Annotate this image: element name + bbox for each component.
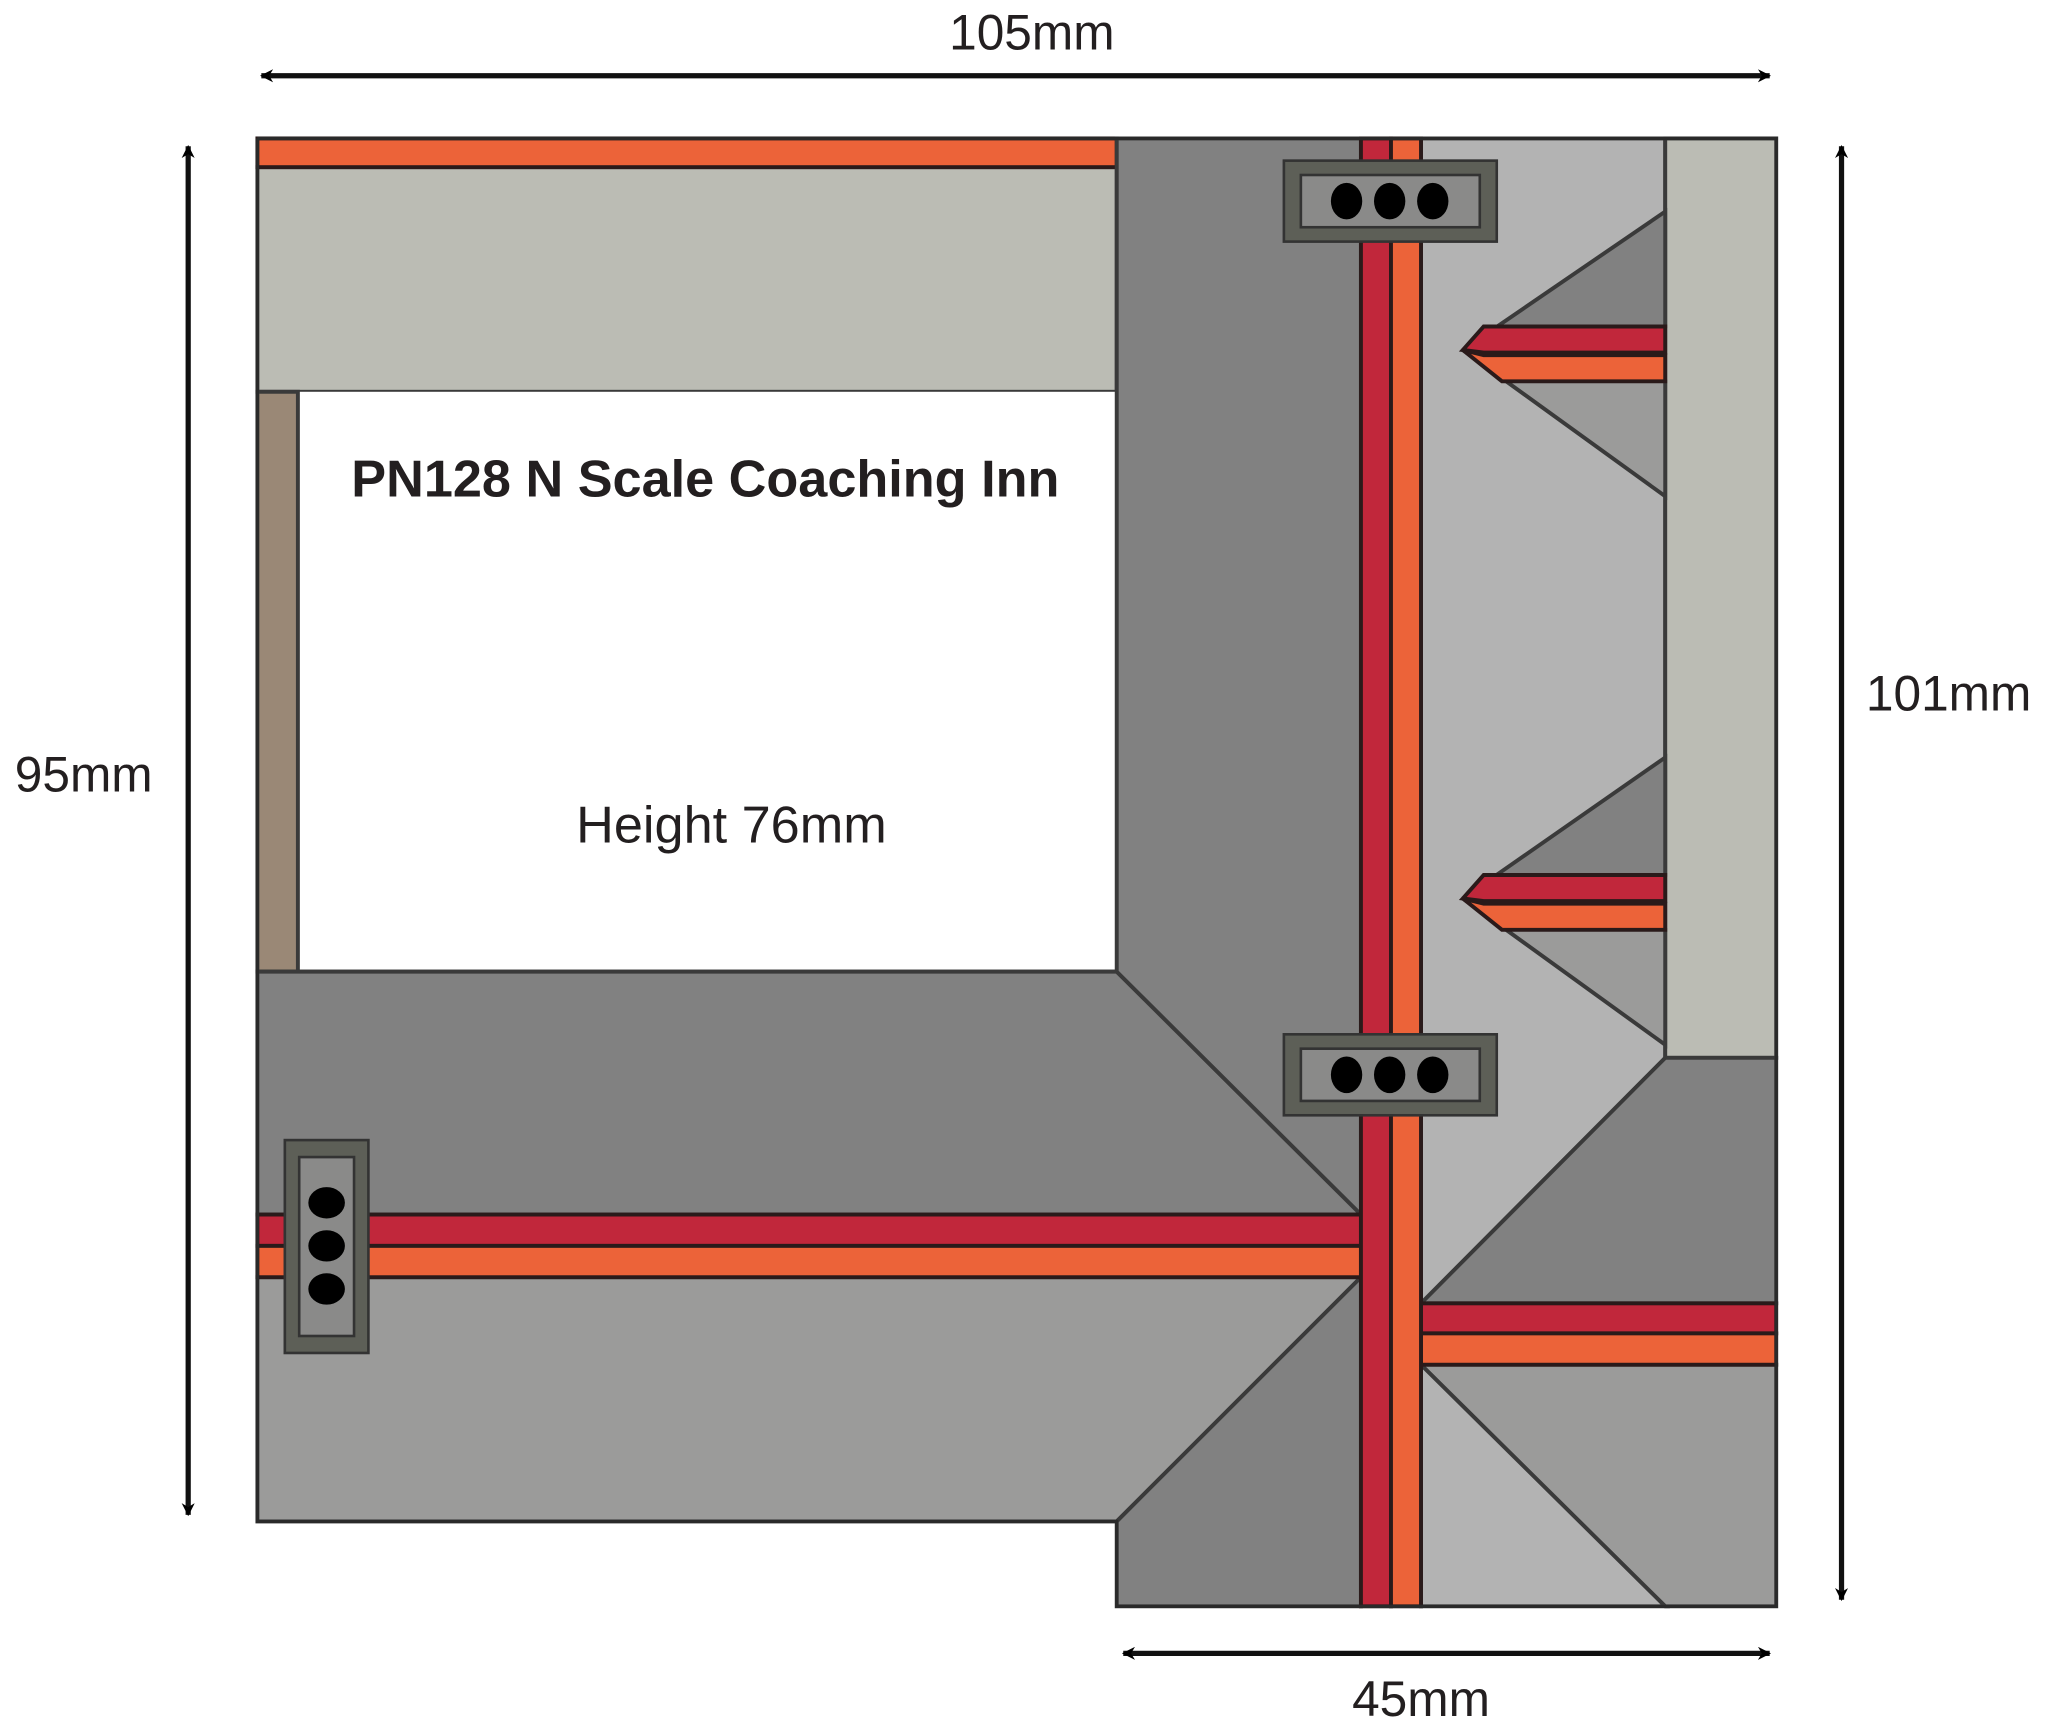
- chimney-pot: [308, 1187, 345, 1219]
- main-ridge-red: [255, 1212, 1363, 1248]
- vertical-ridge-red: [1358, 136, 1393, 1609]
- chimney-pot: [1417, 182, 1449, 220]
- chimney-pot: [1373, 182, 1406, 220]
- east-ridge-orange: [1419, 1331, 1779, 1367]
- dimension-bottom-width: 45mm: [1352, 1671, 1490, 1727]
- dimension-top-width: 105mm: [949, 5, 1114, 61]
- dormer-upper-orange: [1461, 348, 1668, 384]
- dimension-right-height: 101mm: [1866, 665, 2031, 721]
- chimney-top-right: [1282, 159, 1499, 243]
- upper-roof-panel: [255, 165, 1119, 394]
- height-label: Height 76mm: [576, 796, 887, 854]
- main-ridge-orange: [255, 1243, 1363, 1280]
- model-title: PN128 N Scale Coaching Inn: [351, 450, 1059, 508]
- chimney-pot: [308, 1273, 345, 1305]
- chimney-pot: [1330, 1056, 1363, 1094]
- dimension-left-height: 95mm: [15, 746, 153, 802]
- top-ridge-stripe: [255, 136, 1119, 170]
- dormer-lower-orange: [1461, 896, 1668, 932]
- vertical-ridge-orange: [1389, 136, 1423, 1609]
- chimney-pot: [1330, 182, 1363, 220]
- chimney-left: [283, 1138, 370, 1355]
- dormer-lower-red: [1458, 873, 1668, 904]
- dormer-upper-red: [1458, 324, 1668, 355]
- right-edge-strip: [1663, 136, 1779, 1060]
- chimney-pot: [1373, 1056, 1406, 1094]
- building-outline: [255, 136, 1778, 1608]
- chimney-middle-right: [1282, 1033, 1499, 1117]
- east-ridge-red: [1419, 1301, 1779, 1336]
- chimney-pot: [308, 1230, 345, 1262]
- brown-wall: [255, 389, 300, 974]
- courtyard-area: [297, 391, 1117, 972]
- chimney-pot: [1417, 1056, 1449, 1094]
